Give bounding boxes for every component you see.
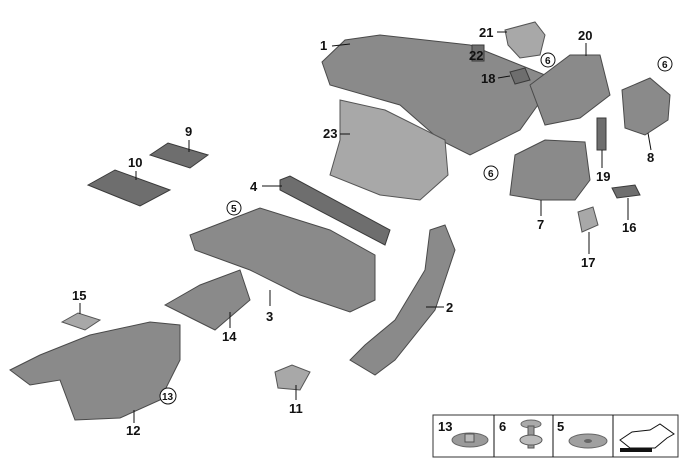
callout-8: 8	[647, 150, 654, 165]
callout-22: 22	[469, 48, 483, 63]
part-3-floor-insulation[interactable]	[189, 207, 376, 313]
callout-23: 23	[323, 126, 337, 141]
direction-arrow-icon	[619, 423, 675, 452]
callout-14: 14	[222, 329, 237, 344]
clip-rivet-icon	[519, 419, 543, 449]
callout-1: 1	[320, 38, 327, 53]
part-10-pad[interactable]	[86, 169, 172, 207]
callout-3: 3	[266, 309, 273, 324]
callouts: 1 2 3 4 5 6 6 6 7 8 9 10 11 12 13 14 15 …	[72, 25, 673, 438]
fastener-legend: 13 6 5	[432, 414, 679, 458]
legend-5-label: 5	[557, 419, 564, 434]
part-15-bracket[interactable]	[60, 312, 102, 331]
part-12-floor-insulation-front[interactable]	[9, 321, 181, 421]
part-8-side-insulation[interactable]	[621, 77, 671, 136]
callout-17: 17	[581, 255, 595, 270]
part-4-cross-member[interactable]	[279, 175, 391, 246]
part-9-pad[interactable]	[148, 142, 210, 169]
part-7-wheelarch-insulation[interactable]	[509, 139, 591, 201]
part-17-block[interactable]	[577, 206, 599, 233]
callout-9: 9	[185, 124, 192, 139]
callout-4: 4	[250, 179, 258, 194]
part-20-wheelarch-trim[interactable]	[529, 54, 611, 126]
callout-20: 20	[578, 28, 592, 43]
part-14-tunnel-insulation[interactable]	[163, 269, 251, 331]
part-18-clip[interactable]	[509, 67, 531, 85]
callout-21: 21	[479, 25, 493, 40]
legend-13-label: 13	[438, 419, 452, 434]
callout-15: 15	[72, 288, 86, 303]
part-22-bracket[interactable]	[471, 44, 485, 62]
callout-11: 11	[289, 401, 303, 416]
callout-2: 2	[446, 300, 453, 315]
callout-10: 10	[128, 155, 142, 170]
part-11-bracket[interactable]	[274, 364, 311, 391]
part-2-side-trim[interactable]	[349, 224, 456, 376]
callout-12: 12	[126, 423, 140, 438]
callout-19: 19	[596, 169, 610, 184]
callout-13: 13	[162, 392, 174, 403]
callout-6: 6	[545, 56, 551, 67]
legend-6-label: 6	[499, 419, 506, 434]
callout-6: 6	[662, 60, 668, 71]
callout-6: 6	[488, 169, 494, 180]
callout-7: 7	[537, 217, 544, 232]
part-1-sound-insulation-top[interactable]	[321, 34, 546, 156]
part-19-strip[interactable]	[596, 117, 607, 151]
part-21-cover[interactable]	[504, 21, 546, 59]
part-16-strip[interactable]	[611, 184, 641, 199]
callout-16: 16	[622, 220, 636, 235]
part-23-rear-panel[interactable]	[329, 99, 449, 201]
callout-18: 18	[481, 71, 495, 86]
callout-5: 5	[231, 204, 237, 215]
